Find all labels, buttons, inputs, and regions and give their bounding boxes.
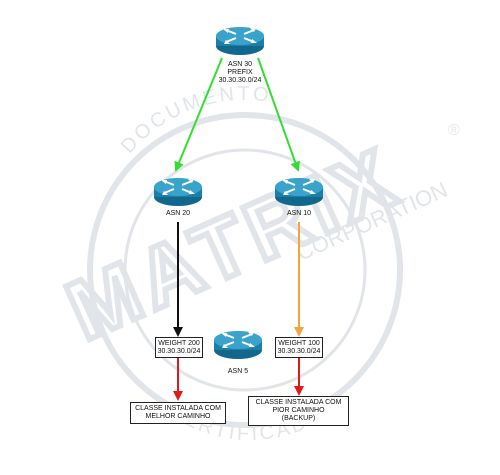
watermark-outer-ring: [87, 112, 403, 428]
router-asn20-label: ASN 20: [165, 210, 191, 217]
arrow-asn30-to-asn20: [174, 57, 223, 172]
weight-100-box: WEIGHT 100 30.30.30.0/24: [275, 337, 323, 358]
watermark-registered-mark: ®: [448, 122, 460, 139]
best-path-line2: MELHOR CAMINHO: [145, 413, 211, 420]
router-asn20-icon: [153, 177, 203, 207]
router-asn10-label: ASN 10: [286, 210, 312, 217]
backup-path-box: CLASSE INSTALADA COM PIOR CAMINHO (BACKU…: [248, 396, 349, 426]
router-asn30-label: ASN 30 PREFIX 30.30.30.0/24: [200, 61, 280, 85]
arrow-asn30-to-asn10: [257, 57, 301, 172]
backup-path-line1: CLASSE INSTALADA COM: [255, 399, 342, 406]
weight-200-title: WEIGHT 200: [158, 340, 200, 347]
watermark: DOCUMENTO CERTIFICADO MATRIX CORPORATION…: [50, 83, 460, 445]
best-path-line1: CLASSE INSTALADA COM: [135, 405, 221, 412]
watermark-brand: MATRIX: [53, 129, 413, 358]
backup-path-line3: (BACKUP): [281, 415, 316, 422]
router-asn30-icon: [215, 26, 265, 56]
best-path-box: CLASSE INSTALADA COM MELHOR CAMINHO: [130, 402, 226, 424]
watermark-inner-ring: [123, 148, 367, 392]
backup-path-line2: PIOR CAMINHO: [272, 407, 325, 414]
router-asn30-name: ASN 30: [227, 61, 253, 68]
weight-200-prefix: 30.30.30.0/24: [157, 348, 201, 355]
weight-100-prefix: 30.30.30.0/24: [277, 348, 321, 355]
router-asn5-icon: [213, 330, 263, 360]
router-asn30-prefix-title: PREFIX: [227, 69, 253, 76]
weight-200-box: WEIGHT 200 30.30.30.0/24: [155, 337, 203, 358]
weight-100-title: WEIGHT 100: [278, 340, 320, 347]
router-asn5-label: ASN 5: [227, 368, 249, 375]
router-asn30-prefix: 30.30.30.0/24: [218, 77, 262, 84]
router-asn10-icon: [274, 177, 324, 207]
